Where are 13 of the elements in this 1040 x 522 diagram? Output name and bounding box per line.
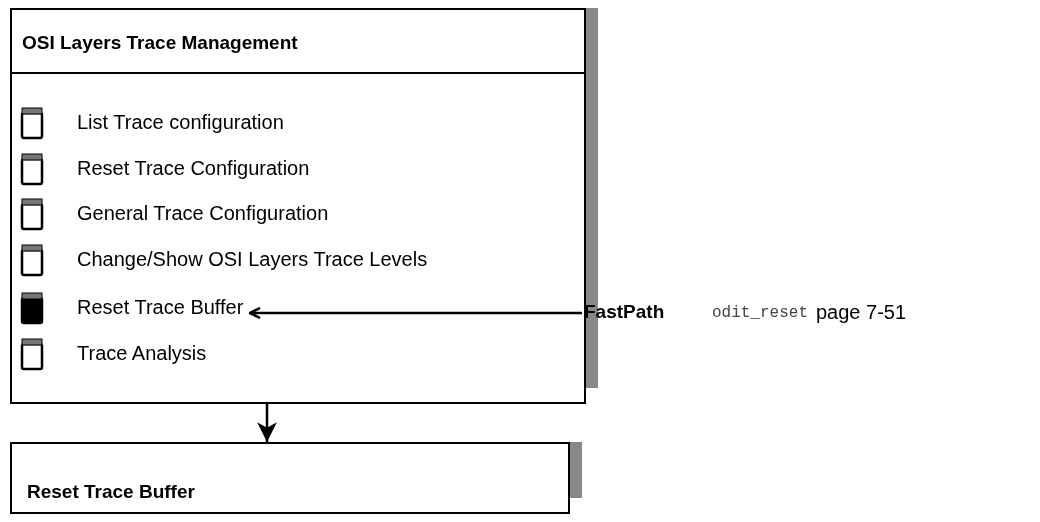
menu-item-label: Reset Trace Configuration <box>77 157 310 180</box>
panel-title: OSI Layers Trace Management <box>22 32 298 54</box>
menu-item-label: General Trace Configuration <box>77 202 329 225</box>
fastpath-label: FastPath <box>584 301 665 323</box>
page-reference: page 7-51 <box>816 301 907 324</box>
menu-item-label: List Trace configuration <box>77 111 284 134</box>
menu-item-label: Change/Show OSI Layers Trace Levels <box>77 248 428 271</box>
panel-title: Reset Trace Buffer <box>27 481 195 503</box>
command-name: odit_reset <box>712 304 808 322</box>
menu-item-label: Trace Analysis <box>77 342 207 365</box>
menu-item-label: Reset Trace Buffer <box>77 296 244 319</box>
arrow <box>248 306 582 320</box>
arrow <box>257 404 277 442</box>
